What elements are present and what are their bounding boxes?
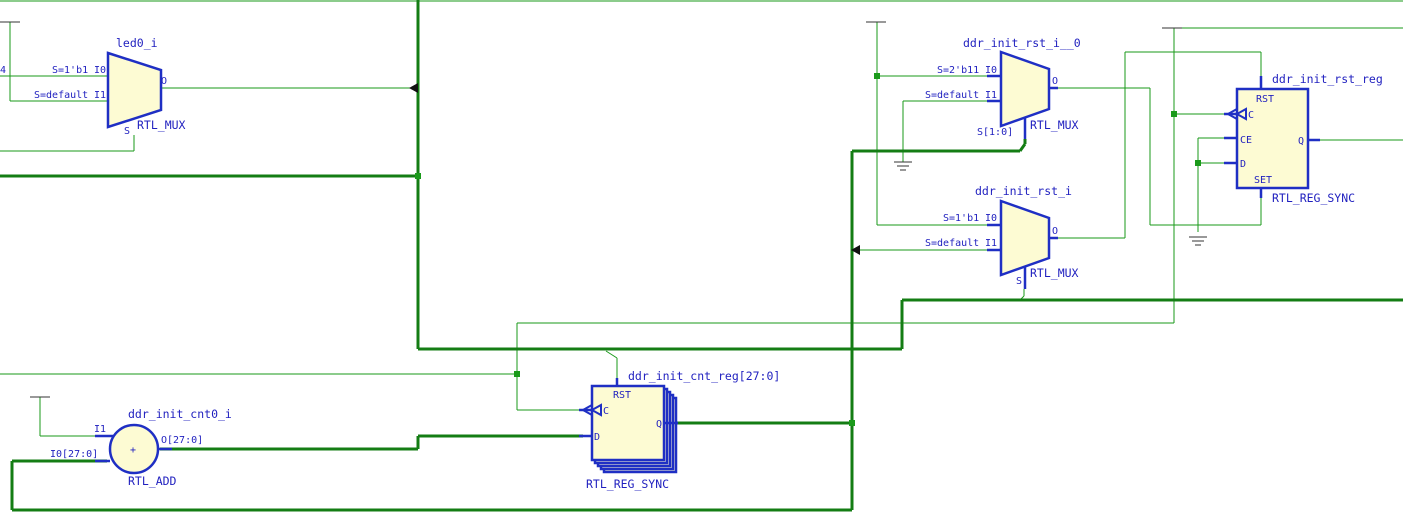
cnt-reg-pin-d: D [594, 432, 600, 443]
clock-bubble-icon [580, 403, 602, 417]
rst-mux0-pin-o: O [1052, 76, 1058, 87]
ground-icon [1189, 236, 1207, 246]
adder-pin-i0: I0[27:0] [50, 449, 98, 460]
net-junctions [415, 73, 1201, 426]
rst-mux1-pin-i1: I1 [985, 238, 997, 249]
adder-type: RTL_ADD [128, 474, 177, 488]
power-pin-symbols [0, 21, 1182, 398]
ground-icon [894, 161, 912, 171]
led0-mux-const-i1: S=default [34, 90, 88, 101]
cnt-reg-pin-rst: RST [613, 390, 631, 401]
clock-bubble-icon [1225, 107, 1247, 121]
rst-mux0-const-i1: S=default [925, 90, 979, 101]
arrow-icon [851, 245, 860, 255]
arrow-icon [409, 83, 418, 93]
rst-mux0-type: RTL_MUX [1030, 118, 1079, 132]
rst-reg-pin-set: SET [1254, 175, 1272, 186]
rst-mux0-cell[interactable]: ddr_init_rst_i__0 S=2'b11 S=default I0 I… [925, 36, 1081, 139]
rst-reg-pin-ce: CE [1240, 135, 1252, 146]
led0-mux-pin-i1: I1 [94, 90, 106, 101]
rst-reg-cell[interactable]: ddr_init_rst_reg RST C CE D Q SET RTL_RE… [1224, 72, 1383, 205]
adder-pin-i1: I1 [94, 424, 106, 435]
adder-pin-o: O[27:0] [161, 435, 203, 446]
led0-mux-const-i0: S=1'b1 [52, 65, 88, 76]
rst-mux0-pin-s: S[1:0] [977, 127, 1013, 138]
led0-mux-type: RTL_MUX [137, 118, 186, 132]
rst-mux0-pin-i1: I1 [985, 90, 997, 101]
rst-mux1-cell[interactable]: ddr_init_rst_i S=1'b1 S=default I0 I1 S … [925, 184, 1079, 289]
cnt-reg-pin-q: Q [656, 419, 662, 430]
adder-instance-name: ddr_init_cnt0_i [128, 407, 232, 421]
thin-nets [0, 0, 1403, 437]
cnt-reg-instance-name: ddr_init_cnt_reg[27:0] [628, 369, 780, 383]
truncated-net-label: 4 [0, 65, 6, 76]
led0-mux-instance-name: led0_i [116, 36, 158, 50]
rst-reg-pin-d: D [1240, 159, 1246, 170]
rst-reg-pin-c: C [1248, 110, 1254, 121]
rst-mux1-const-i0: S=1'b1 [943, 213, 979, 224]
rst-mux1-instance-name: ddr_init_rst_i [975, 184, 1072, 198]
rst-mux1-type: RTL_MUX [1030, 266, 1079, 280]
led0-mux-cell[interactable]: led0_i S=1'b1 S=default I0 I1 S O RTL_MU… [34, 36, 186, 137]
adder-plus-symbol: + [130, 445, 136, 456]
led0-mux-pin-o: O [161, 76, 167, 87]
rst-mux0-pin-i0: I0 [985, 65, 997, 76]
rst-mux1-const-i1: S=default [925, 238, 979, 249]
cnt-reg-type: RTL_REG_SYNC [586, 477, 669, 491]
rst-mux1-pin-i0: I0 [985, 213, 997, 224]
rst-mux1-pin-o: O [1052, 226, 1058, 237]
rst-reg-type: RTL_REG_SYNC [1272, 191, 1355, 205]
rst-reg-pin-rst: RST [1256, 94, 1274, 105]
led0-mux-pin-i0: I0 [94, 65, 106, 76]
rst-reg-instance-name: ddr_init_rst_reg [1272, 72, 1383, 86]
rst-mux1-pin-s: S [1016, 276, 1022, 287]
cnt-reg-pin-c: C [603, 406, 609, 417]
rst-reg-pin-q: Q [1298, 136, 1304, 147]
led0-mux-pin-s: S [124, 126, 130, 137]
rst-mux0-const-i0: S=2'b11 [937, 65, 979, 76]
adder-cell[interactable]: + ddr_init_cnt0_i I1 I0[27:0] O[27:0] RT… [50, 407, 232, 488]
rst-mux0-instance-name: ddr_init_rst_i__0 [963, 36, 1081, 50]
cnt-reg-cell[interactable]: ddr_init_cnt_reg[27:0] RST C D Q RTL_REG… [579, 369, 780, 491]
